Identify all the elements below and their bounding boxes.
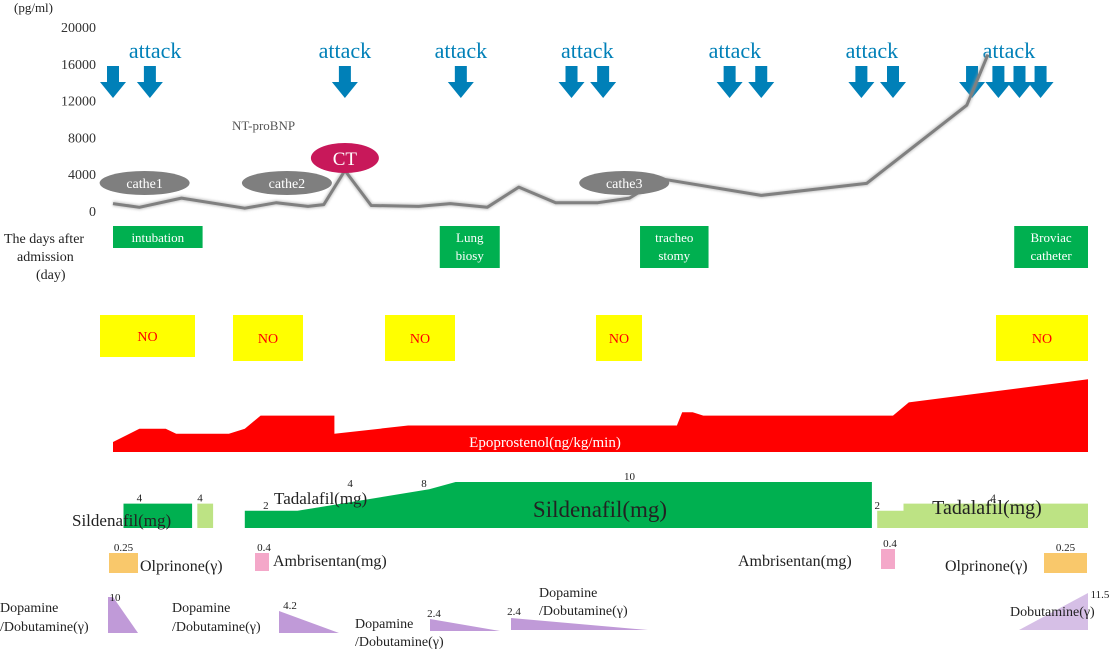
time-axis-label: The days after	[4, 232, 84, 247]
y-tick-label: 0	[89, 205, 96, 220]
sildenafil-label: Sildenafil(mg)	[533, 497, 667, 522]
y-tick-label: 16000	[61, 58, 96, 73]
attack-label: attack	[129, 38, 182, 63]
attack-arrow-icon	[332, 66, 358, 98]
dose-label: 2	[263, 500, 269, 512]
attack-label: attack	[846, 38, 899, 63]
inotrope-label: /Dobutamine(γ)	[539, 604, 628, 619]
inotrope-label: /Dobutamine(γ)	[355, 635, 444, 649]
attack-label: attack	[709, 38, 762, 63]
catheter-label: cathe1	[126, 177, 163, 192]
inotrope-label: Dopamine	[539, 586, 597, 601]
dose-label: 0.4	[257, 542, 271, 554]
epoprostenol-row: Epoprostenol(ng/kg/min)	[113, 379, 1088, 452]
procedure-label: stomy	[658, 248, 690, 263]
dose-label: 0.25	[114, 542, 134, 554]
nitric-oxide-label: NO	[258, 332, 278, 347]
inotrope-row: 10Dopamine/Dobutamine(γ)4.2Dopamine/Dobu…	[0, 586, 1110, 649]
dose-label: 4.2	[283, 600, 297, 612]
ambrisentan-bar	[255, 553, 269, 571]
nitric-oxide-label: NO	[1032, 332, 1052, 347]
inotrope-label: /Dobutamine(γ)	[172, 620, 261, 635]
attack-markers: attack attack attack attack attack attack atta…	[100, 38, 1054, 98]
tadalafil-area	[197, 504, 213, 528]
time-axis-label: (day)	[36, 268, 66, 283]
attack-arrow-icon	[448, 66, 474, 98]
procedure-label: biosy	[456, 248, 485, 263]
olprinone-label: Olprinone(γ)	[140, 558, 223, 575]
y-tick-label: 20000	[61, 21, 96, 36]
ambrisentan-bar	[881, 549, 895, 569]
y-tick-label: 12000	[61, 95, 96, 110]
epoprostenol-label: Epoprostenol(ng/kg/min)	[469, 435, 621, 451]
attack-arrow-icon	[848, 66, 874, 98]
attack-arrow-icon	[137, 66, 163, 98]
olprinone-bar	[1044, 553, 1087, 573]
dose-label: 2.4	[507, 606, 521, 618]
procedure-label: intubation	[131, 230, 184, 245]
dose-label: 8	[421, 478, 427, 490]
y-tick-label: 4000	[68, 168, 96, 183]
attack-arrow-icon	[100, 66, 126, 98]
dose-label: 0.4	[883, 538, 897, 550]
tadalafil-label: Tadalafil(mg)	[274, 489, 367, 508]
y-axis: (pg/ml) 0 4000 8000 12000 16000 20000	[14, 0, 96, 220]
ct-label: CT	[333, 149, 358, 170]
attack-label: attack	[561, 38, 614, 63]
procedure-label: Broviac	[1031, 230, 1072, 245]
attack-arrow-icon	[880, 66, 906, 98]
procedure-label: tracheo	[655, 230, 693, 245]
inotrope-label: Dopamine	[0, 601, 58, 616]
attack-label: attack	[983, 38, 1036, 63]
nitric-oxide-label: NO	[410, 332, 430, 347]
attack-label: attack	[319, 38, 372, 63]
nitric-oxide-row: NO NO NO NO NO	[100, 315, 1088, 361]
tadalafil-label: Tadalafil(mg)	[932, 497, 1042, 519]
sildenafil-label: Sildenafil(mg)	[72, 511, 171, 530]
attack-arrow-icon	[1028, 66, 1054, 98]
attack-arrow-icon	[748, 66, 774, 98]
dose-label: 4	[197, 493, 203, 505]
ambrisentan-label: Ambrisentan(mg)	[273, 553, 387, 570]
dose-label: 10	[624, 471, 636, 483]
nt-probnp-series-label: NT-proBNP	[232, 118, 295, 133]
dopamine-dobutamine-area	[430, 619, 500, 631]
procedure-label: catheter	[1031, 248, 1073, 263]
dose-label: 2.4	[427, 608, 441, 620]
y-axis-unit-label: (pg/ml)	[14, 0, 53, 15]
inotrope-label: Dobutamine(γ)	[1010, 605, 1095, 620]
dose-label: 0.25	[1056, 542, 1076, 554]
procedure-label: Lung	[456, 230, 484, 245]
inotrope-label: Dopamine	[355, 617, 413, 632]
attack-label: attack	[435, 38, 488, 63]
attack-arrow-icon	[559, 66, 585, 98]
dose-label: 4	[137, 493, 143, 505]
attack-arrow-icon	[590, 66, 616, 98]
attack-arrow-icon	[717, 66, 743, 98]
dopamine-dobutamine-area	[511, 618, 648, 630]
nitric-oxide-label: NO	[609, 332, 629, 347]
inotrope-label: Dopamine	[172, 601, 230, 616]
y-tick-label: 8000	[68, 131, 96, 146]
olprinone-label: Olprinone(γ)	[945, 558, 1028, 575]
time-axis-label: admission	[17, 250, 74, 265]
ambrisentan-label: Ambrisentan(mg)	[738, 553, 852, 570]
dopamine-dobutamine-area	[279, 611, 339, 633]
catheter-label: cathe2	[269, 177, 306, 192]
olprinone-bar	[109, 553, 138, 573]
dose-label: 11.5	[1091, 589, 1110, 601]
catheter-label: cathe3	[606, 177, 643, 192]
procedure-row: The days after admission (day) intubation Lu…	[4, 226, 1088, 283]
event-markers: cathe1 cathe2 CT cathe3	[100, 143, 670, 195]
inotrope-label: /Dobutamine(γ)	[0, 620, 89, 635]
dose-label: 10	[110, 592, 122, 604]
nitric-oxide-label: NO	[137, 330, 157, 345]
dose-label: 2	[874, 500, 880, 512]
